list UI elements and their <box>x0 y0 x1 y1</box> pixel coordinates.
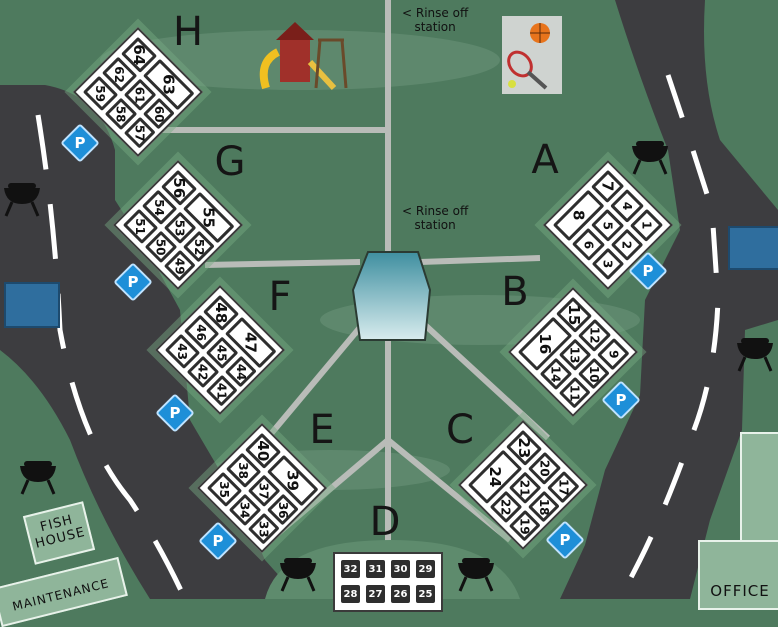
unit-25[interactable]: 25 <box>416 585 435 603</box>
playground-icon <box>258 22 348 98</box>
dumpster-icon <box>4 282 60 328</box>
block-letter-a: A <box>531 137 559 183</box>
rinse-station-label-middle: < Rinse off station <box>402 204 468 232</box>
office-label: OFFICE <box>710 582 770 600</box>
grill-icon <box>454 553 498 597</box>
grill-icon <box>0 178 44 222</box>
unit-28[interactable]: 28 <box>341 585 360 603</box>
pool <box>351 251 432 341</box>
unit-30[interactable]: 30 <box>391 560 410 578</box>
left-road-centerline <box>35 114 188 599</box>
right-road <box>560 0 778 599</box>
unit-26[interactable]: 26 <box>391 585 410 603</box>
unit-29[interactable]: 29 <box>416 560 435 578</box>
office-building-annex <box>740 432 778 556</box>
grill-icon <box>628 136 672 180</box>
block-letter-d: D <box>369 499 401 545</box>
sports-court-icon <box>502 16 562 94</box>
campground-map <box>0 0 778 599</box>
rinse-label-line: station <box>414 218 456 232</box>
block-letter-f: F <box>268 274 292 320</box>
block-d: 32 31 30 29 28 27 26 25 <box>333 552 443 612</box>
block-letter-e: E <box>309 407 335 453</box>
grill-icon <box>276 553 320 597</box>
unit-27[interactable]: 27 <box>366 585 385 603</box>
grill-icon <box>733 333 777 377</box>
block-letter-b: B <box>501 269 529 315</box>
block-letter-c: C <box>446 407 474 453</box>
rinse-station-label-top: < Rinse off station <box>402 6 468 34</box>
left-road <box>0 85 300 599</box>
dumpster-icon <box>728 226 778 270</box>
office-building: OFFICE <box>698 540 778 610</box>
block-letter-g: G <box>214 139 246 185</box>
rinse-label-line: < Rinse off <box>402 204 469 218</box>
rinse-label-line: station <box>414 20 456 34</box>
rinse-label-line: < Rinse off <box>402 6 469 20</box>
unit-32[interactable]: 32 <box>341 560 360 578</box>
walking-paths <box>155 0 551 545</box>
block-letter-h: H <box>172 9 204 55</box>
grill-icon <box>16 456 60 500</box>
unit-31[interactable]: 31 <box>366 560 385 578</box>
